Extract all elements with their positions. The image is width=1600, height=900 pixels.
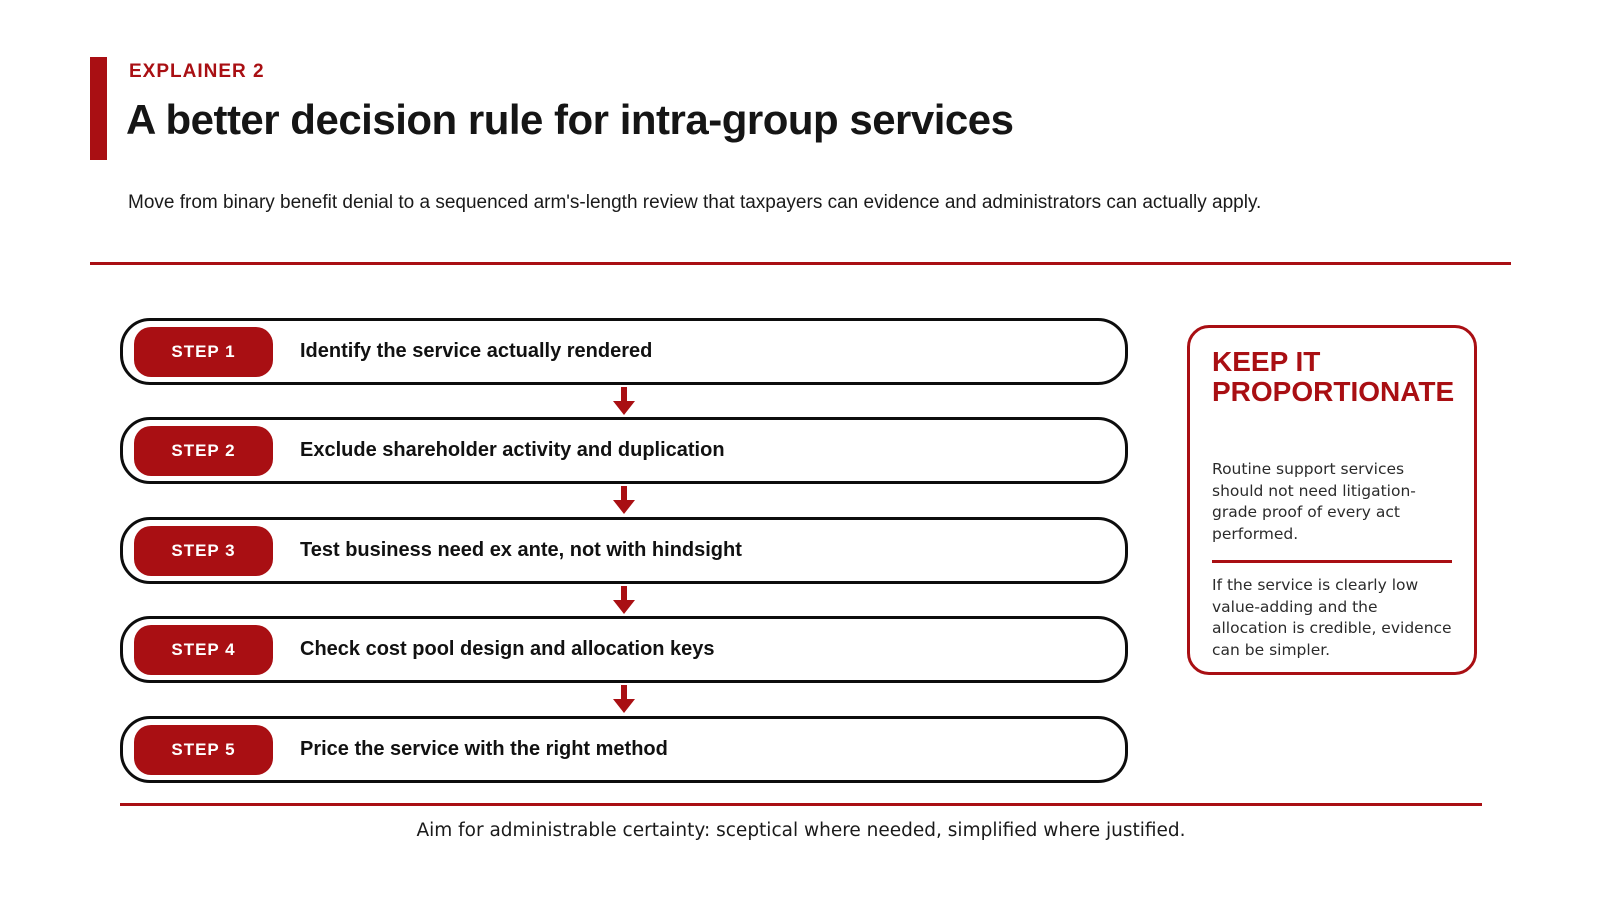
step-1-label: Identify the service actually rendered — [300, 340, 653, 362]
step-3-badge: STEP 3 — [134, 525, 273, 576]
callout-divider — [1212, 560, 1452, 564]
step-box-2: STEP 2 Exclude shareholder activity and … — [120, 417, 1128, 484]
step-2-label: Exclude shareholder activity and duplica… — [300, 439, 725, 461]
arrow-down-icon — [613, 586, 635, 614]
callout-paragraph-2: If the service is clearly low value-addi… — [1212, 576, 1452, 659]
step-2-badge: STEP 2 — [134, 425, 273, 476]
page-title: A better decision rule for intra-group s… — [126, 96, 1014, 143]
callout-card: KEEP IT PROPORTIONATE Routine support se… — [1187, 325, 1477, 675]
step-1-badge: STEP 1 — [134, 326, 273, 377]
step-box-5: STEP 5 Price the service with the right … — [120, 716, 1128, 783]
arrow-down-icon — [613, 486, 635, 514]
kicker: EXPLAINER 2 — [129, 61, 265, 82]
step-3-label: Test business need ex ante, not with hin… — [300, 539, 742, 561]
arrow-down-icon — [613, 685, 635, 713]
step-box-4: STEP 4 Check cost pool design and alloca… — [120, 616, 1128, 683]
callout-title: KEEP IT PROPORTIONATE — [1212, 346, 1455, 408]
step-5-badge: STEP 5 — [134, 724, 273, 775]
step-4-label: Check cost pool design and allocation ke… — [300, 638, 715, 660]
arrow-down-icon — [613, 387, 635, 415]
top-divider — [90, 262, 1511, 265]
step-5-label: Price the service with the right method — [300, 738, 668, 760]
step-4-badge: STEP 4 — [134, 624, 273, 675]
bottom-divider — [120, 803, 1482, 806]
step-box-3: STEP 3 Test business need ex ante, not w… — [120, 517, 1128, 584]
step-box-1: STEP 1 Identify the service actually ren… — [120, 318, 1128, 385]
footer-note: Aim for administrable certainty: sceptic… — [416, 820, 1186, 841]
callout-paragraph-1: Routine support services should not need… — [1212, 460, 1416, 543]
step-flow: STEP 1 Identify the service actually ren… — [120, 318, 1128, 784]
accent-bar — [90, 57, 107, 160]
page-subtitle: Move from binary benefit denial to a seq… — [128, 192, 1262, 213]
